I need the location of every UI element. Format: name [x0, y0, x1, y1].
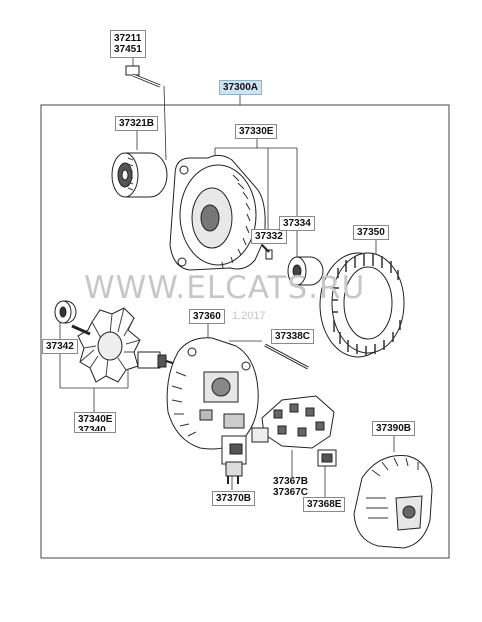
label-rear-bracket[interactable]: 37360: [189, 309, 225, 324]
label-rotor-a: 37340E: [78, 414, 113, 425]
watermark-date: 1.2017: [232, 310, 266, 322]
stator-part[interactable]: [319, 252, 405, 358]
rear-bearing-part[interactable]: [54, 300, 77, 324]
label-stator[interactable]: 37350: [353, 225, 389, 240]
label-rotor-b: 37340: [78, 425, 106, 431]
label-assembly[interactable]: 37300A: [219, 80, 263, 95]
label-regulator[interactable]: 37370B: [212, 491, 256, 506]
rear-bracket-part[interactable]: [166, 337, 259, 450]
pulley-part[interactable]: [111, 152, 168, 198]
label-front-bracket[interactable]: 37330E: [235, 124, 278, 139]
label-rear-cover[interactable]: 37390B: [372, 421, 416, 436]
through-bolt-part[interactable]: [264, 343, 309, 370]
label-through-bolt[interactable]: 37338C: [271, 329, 315, 344]
label-front-bearing[interactable]: 37334: [279, 216, 315, 231]
rear-cover-part[interactable]: [353, 454, 433, 549]
label-pulley[interactable]: 37321B: [115, 116, 159, 131]
label-rear-bearing[interactable]: 37342: [42, 339, 78, 354]
label-brush-holder[interactable]: 37368E: [303, 497, 346, 512]
label-rotor[interactable]: 37340E 37340: [74, 412, 117, 433]
rotor-part[interactable]: [71, 307, 177, 383]
label-bolt-b: 37451: [114, 44, 142, 55]
regulator-part[interactable]: [221, 435, 247, 484]
watermark-text: WWW.ELCATS.RU: [84, 270, 366, 306]
label-bolt[interactable]: 37211 37451: [110, 30, 146, 58]
label-screw[interactable]: 37332: [251, 229, 287, 244]
label-bolt-a: 37211: [114, 33, 142, 44]
front-bracket-part[interactable]: [169, 154, 266, 271]
label-rectifier[interactable]: 37367B 37367C: [273, 476, 308, 498]
assembly-frame: [40, 104, 450, 559]
front-bearing-part[interactable]: [287, 256, 324, 286]
rectifier-part[interactable]: [251, 395, 335, 449]
bolt-part[interactable]: [125, 65, 161, 88]
brush-holder-part[interactable]: [317, 449, 337, 467]
screw-part[interactable]: [261, 244, 273, 260]
label-rectifier-b: 37367C: [273, 487, 309, 498]
label-rectifier-a: 37367B: [273, 476, 309, 487]
